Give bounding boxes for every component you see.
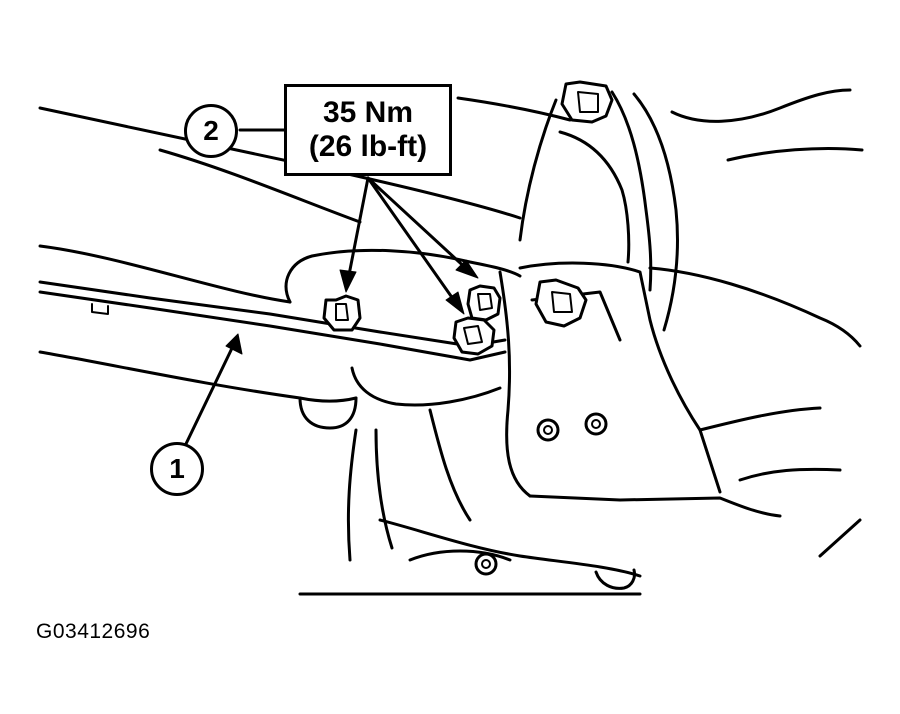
- lower-arm-contour-2: [38, 350, 358, 403]
- bolt-head-1: [322, 294, 362, 332]
- lower-link-left: [346, 428, 358, 562]
- torque-imperial: (26 lb-ft): [308, 130, 428, 163]
- stabilizer-bar-notch: [91, 303, 109, 315]
- lower-link-rib: [428, 408, 472, 522]
- lower-link-right: [374, 428, 394, 550]
- stabilizer-bar-bottom: [38, 290, 507, 362]
- leader-arrow-2: [366, 176, 460, 308]
- upper-arm-left: [518, 98, 558, 242]
- nut-2: [584, 412, 608, 436]
- upper-arm-right: [610, 90, 653, 292]
- knuckle-right-curve-2: [738, 467, 842, 482]
- knuckle-left-edge: [498, 270, 532, 498]
- knuckle-flange: [518, 261, 722, 494]
- arrowhead-3: [455, 259, 479, 279]
- callout-2: 2: [184, 104, 238, 158]
- lower-arm-outline: [298, 396, 358, 430]
- upper-arm-flange: [632, 92, 679, 332]
- arrowhead-2: [445, 291, 465, 315]
- lower-arm-contour: [38, 244, 292, 304]
- background-arc-right-2: [726, 146, 864, 162]
- nut-3: [474, 552, 498, 576]
- figure-id: G03412696: [36, 620, 151, 643]
- background-arc-right: [670, 88, 852, 123]
- nut-1: [536, 418, 560, 442]
- bolt-head-5: [534, 278, 588, 328]
- callout-1: 1: [150, 442, 204, 496]
- leader-callout-1: [182, 342, 236, 450]
- bolt-head-4: [560, 80, 614, 124]
- upper-arm-mid: [558, 130, 631, 264]
- callout-1-label: 1: [169, 453, 185, 484]
- arrowhead-4: [225, 333, 243, 355]
- knuckle-right-tail: [818, 518, 862, 558]
- knuckle-right-curve: [698, 406, 822, 432]
- torque-metric: 35 Nm: [322, 95, 414, 129]
- upper-body-contour-2: [158, 148, 362, 224]
- arrowhead-1: [339, 269, 357, 293]
- background-arc-top: [456, 96, 572, 122]
- bolt-head-2: [466, 284, 502, 322]
- hub-lower-curve: [408, 549, 512, 562]
- stabilizer-bar-top: [38, 280, 507, 348]
- leader-arrow-3: [366, 176, 472, 274]
- bolt-head-3: [452, 316, 496, 356]
- hub-lower-left: [378, 518, 642, 578]
- background-arc-right-3: [648, 266, 862, 348]
- torque-spec-box: 35 Nm (26 lb-ft): [284, 84, 452, 176]
- hub-bolt-boss: [594, 568, 636, 590]
- knuckle-bottom: [528, 494, 782, 518]
- bracket-lower: [350, 366, 502, 407]
- callout-2-label: 2: [203, 115, 219, 146]
- bracket-outline: [284, 248, 522, 304]
- leader-arrow-1: [346, 176, 370, 282]
